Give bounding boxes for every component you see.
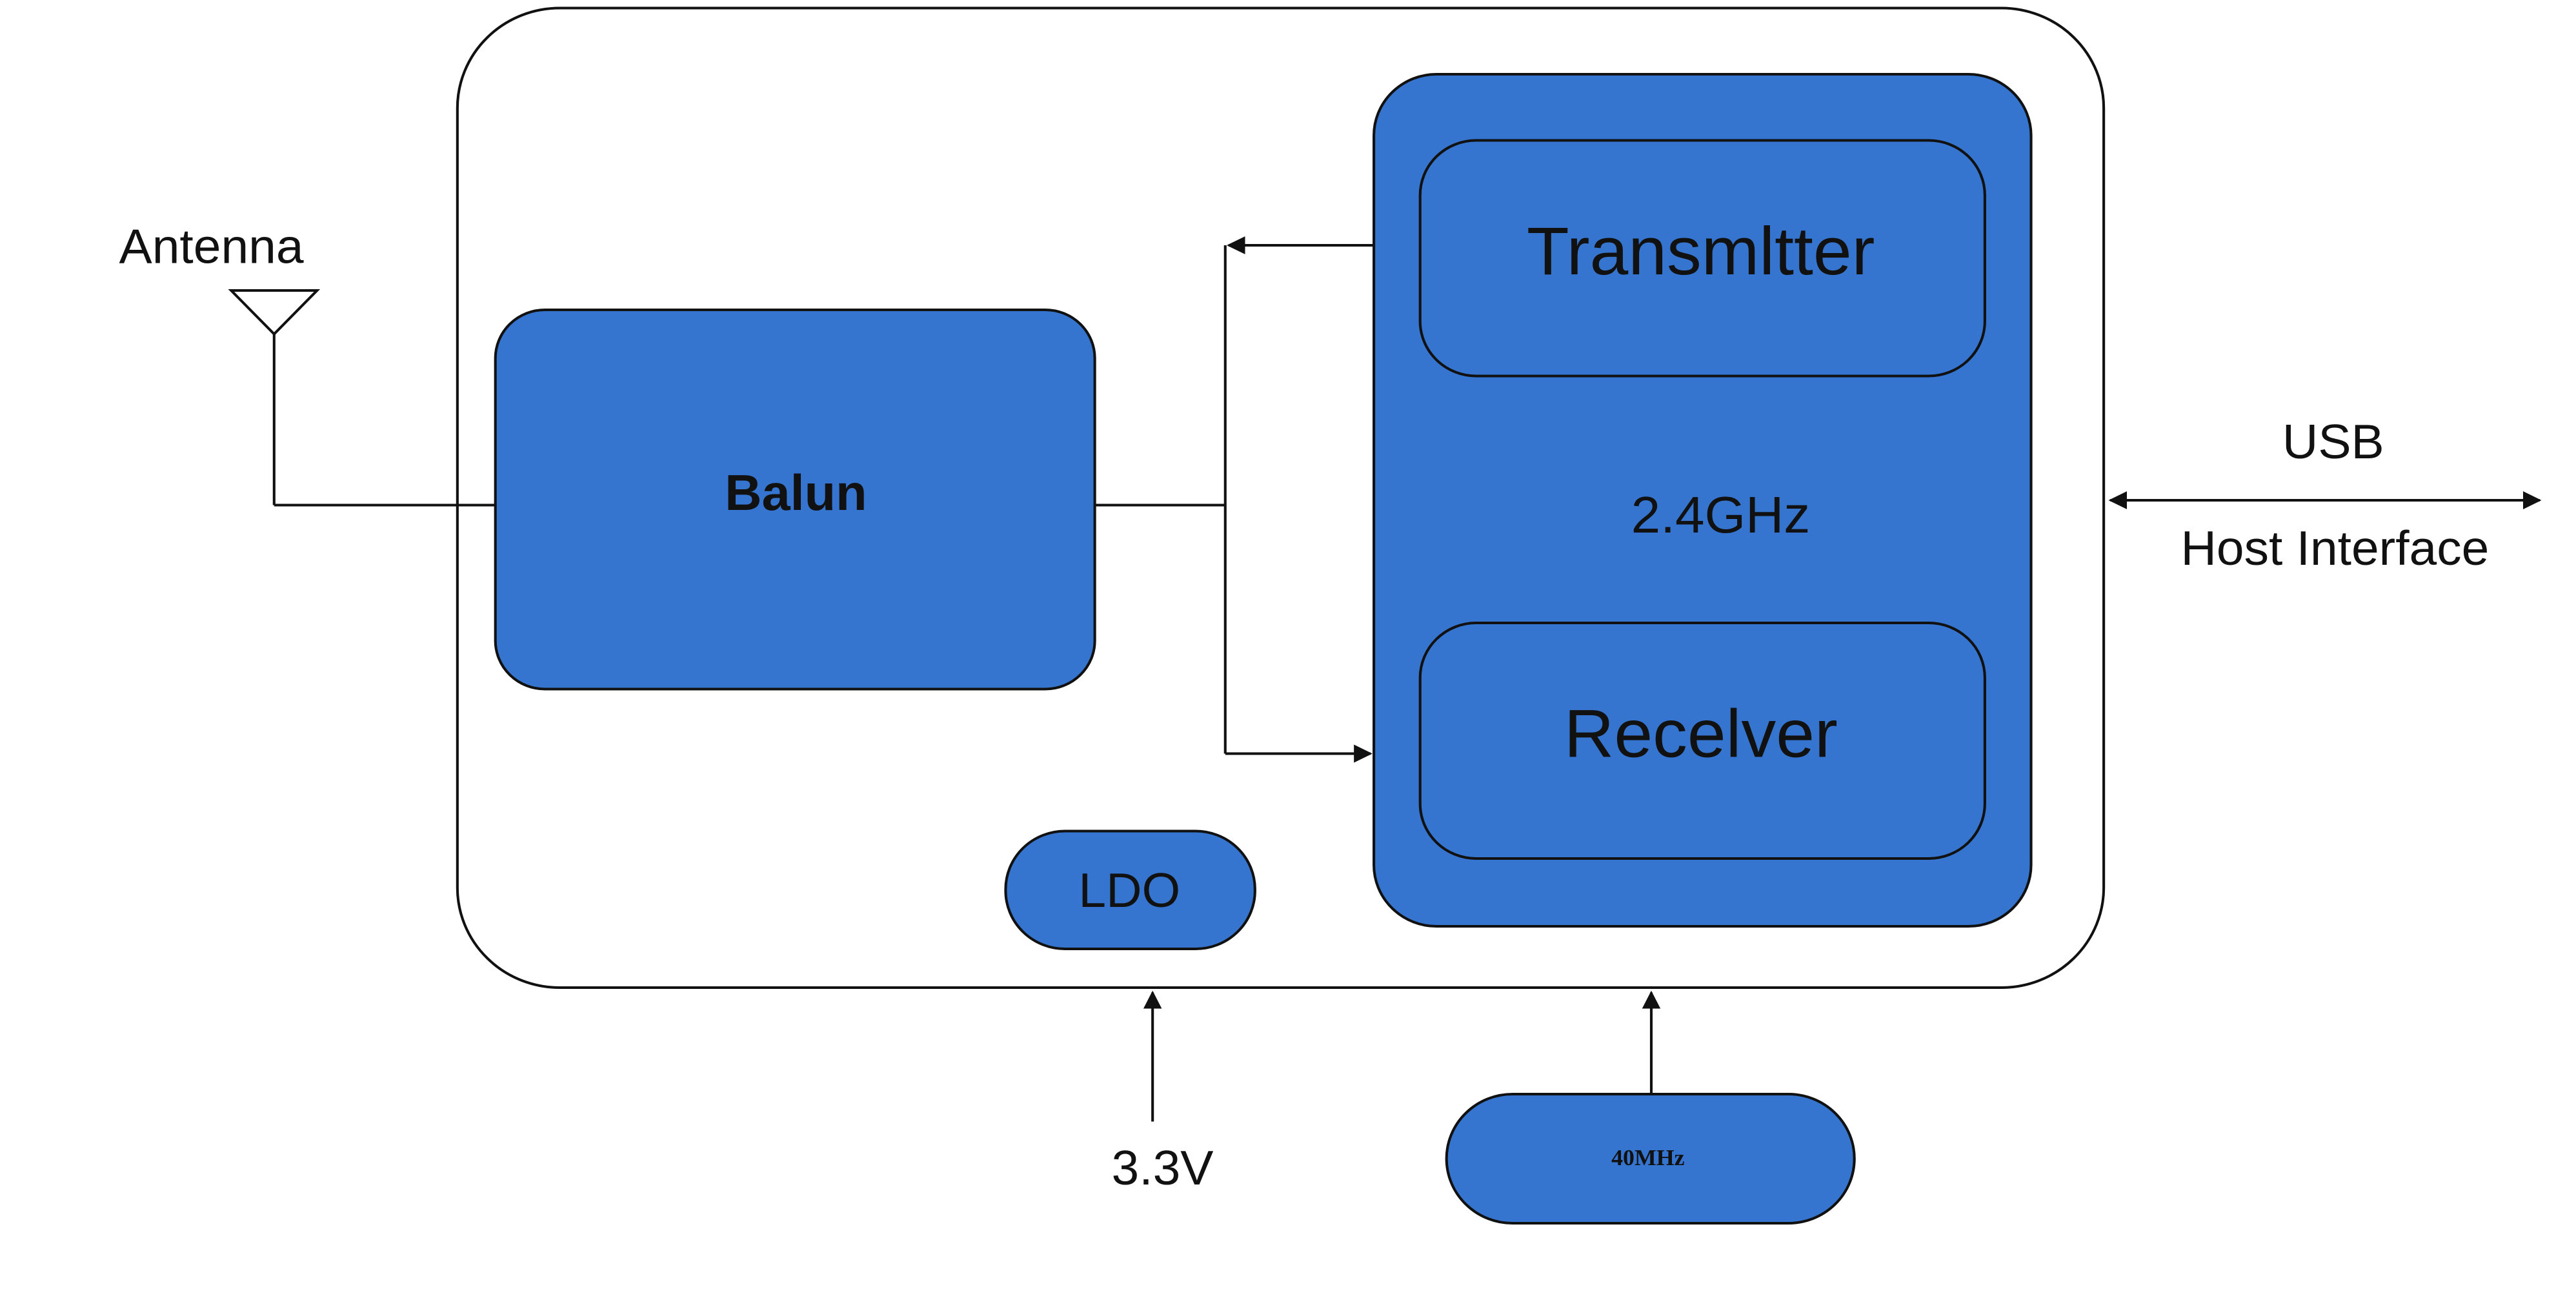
usb-label: USB (2282, 415, 2384, 469)
rf-frequency-label: 2.4GHz (1631, 487, 1811, 544)
transmitter-block (1418, 139, 1986, 378)
crystal-block (1445, 1093, 1856, 1225)
host-interface-label: Host Interface (2180, 522, 2489, 576)
receiver-label: Recelver (1564, 696, 1838, 772)
balun-block (494, 309, 1096, 691)
receiver-block (1418, 622, 1986, 860)
antenna-icon (228, 289, 321, 505)
antenna-label: Antenna (119, 219, 305, 274)
transmitter-label: Transmltter (1527, 213, 1875, 289)
crystal-label: 40MHz (1611, 1144, 1684, 1170)
ldo-block (1004, 829, 1256, 950)
supply-voltage-label: 3.3V (1112, 1141, 1214, 1195)
ldo-label: LDO (1078, 864, 1180, 918)
balun-label: Balun (725, 465, 867, 521)
